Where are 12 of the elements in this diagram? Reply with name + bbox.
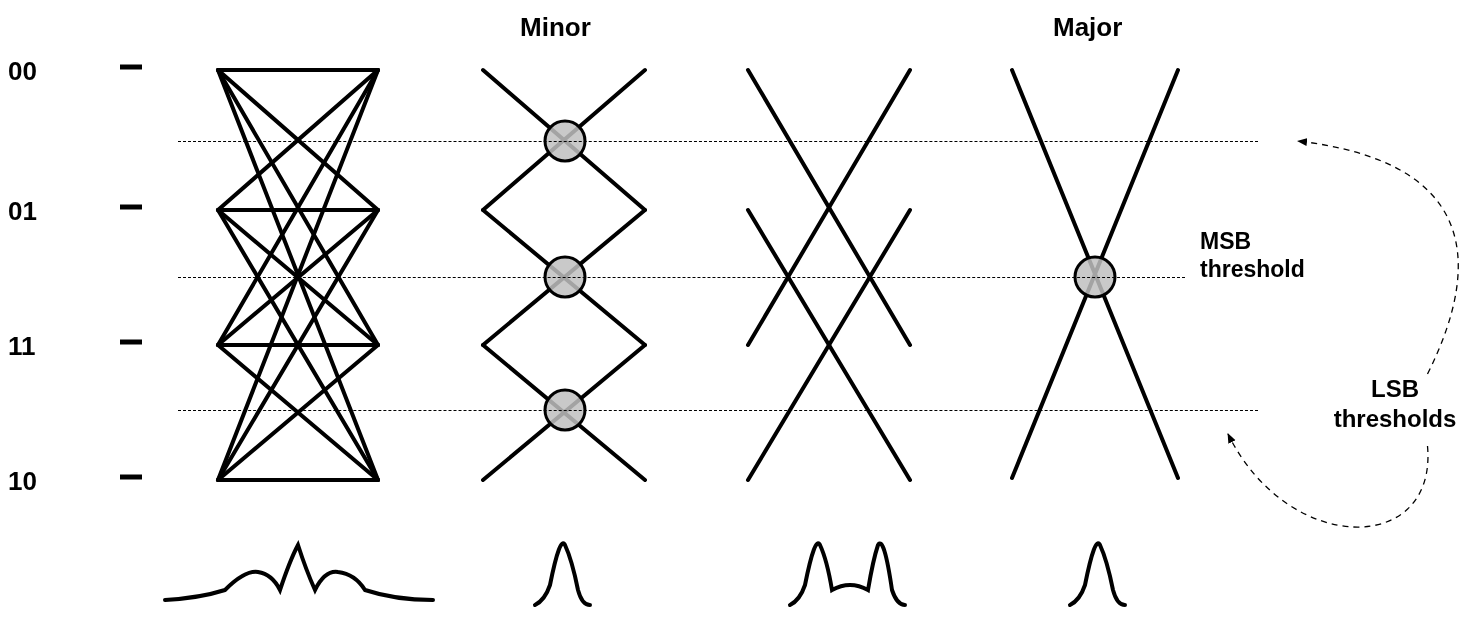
column-heading: Minor (520, 12, 591, 44)
threshold-label: LSB thresholds (1330, 374, 1460, 434)
threshold-line (178, 410, 1258, 411)
dashed-arrow (1227, 433, 1429, 528)
level-label: 11 (8, 331, 36, 363)
level-label: 00 (8, 56, 37, 88)
level-label: 01 (8, 196, 37, 228)
column-heading: Major (1053, 12, 1123, 44)
dashed-arrow (1297, 138, 1459, 375)
threshold-label: MSB threshold (1200, 228, 1306, 284)
level-label: 10 (8, 466, 37, 498)
threshold-line (178, 141, 1258, 142)
